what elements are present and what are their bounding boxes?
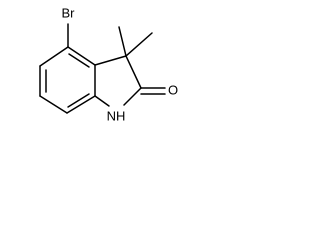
nitrogen-atom-label: NH	[107, 108, 126, 123]
oxygen-atom-label: O	[168, 82, 178, 97]
bond-c3a-c4	[67, 46, 96, 66]
bond-c7-c7a	[66, 95, 96, 114]
double-bond-c7-c7a	[67, 93, 90, 108]
bond-c6-c7	[39, 95, 68, 114]
bond-c3-methyl-1	[118, 26, 127, 57]
bond-c3a-c3	[94, 55, 127, 66]
bond-c2-n1	[123, 87, 142, 106]
bond-c4-c5	[39, 46, 69, 67]
molecule-structure: Br O NH	[39, 5, 178, 123]
bond-c3-c2	[125, 55, 142, 89]
bond-c3-methyl-2	[125, 32, 153, 57]
bond-n1-c7a	[94, 95, 110, 107]
bromine-atom-label: Br	[62, 5, 76, 20]
double-bond-c3a-c4	[68, 53, 90, 68]
